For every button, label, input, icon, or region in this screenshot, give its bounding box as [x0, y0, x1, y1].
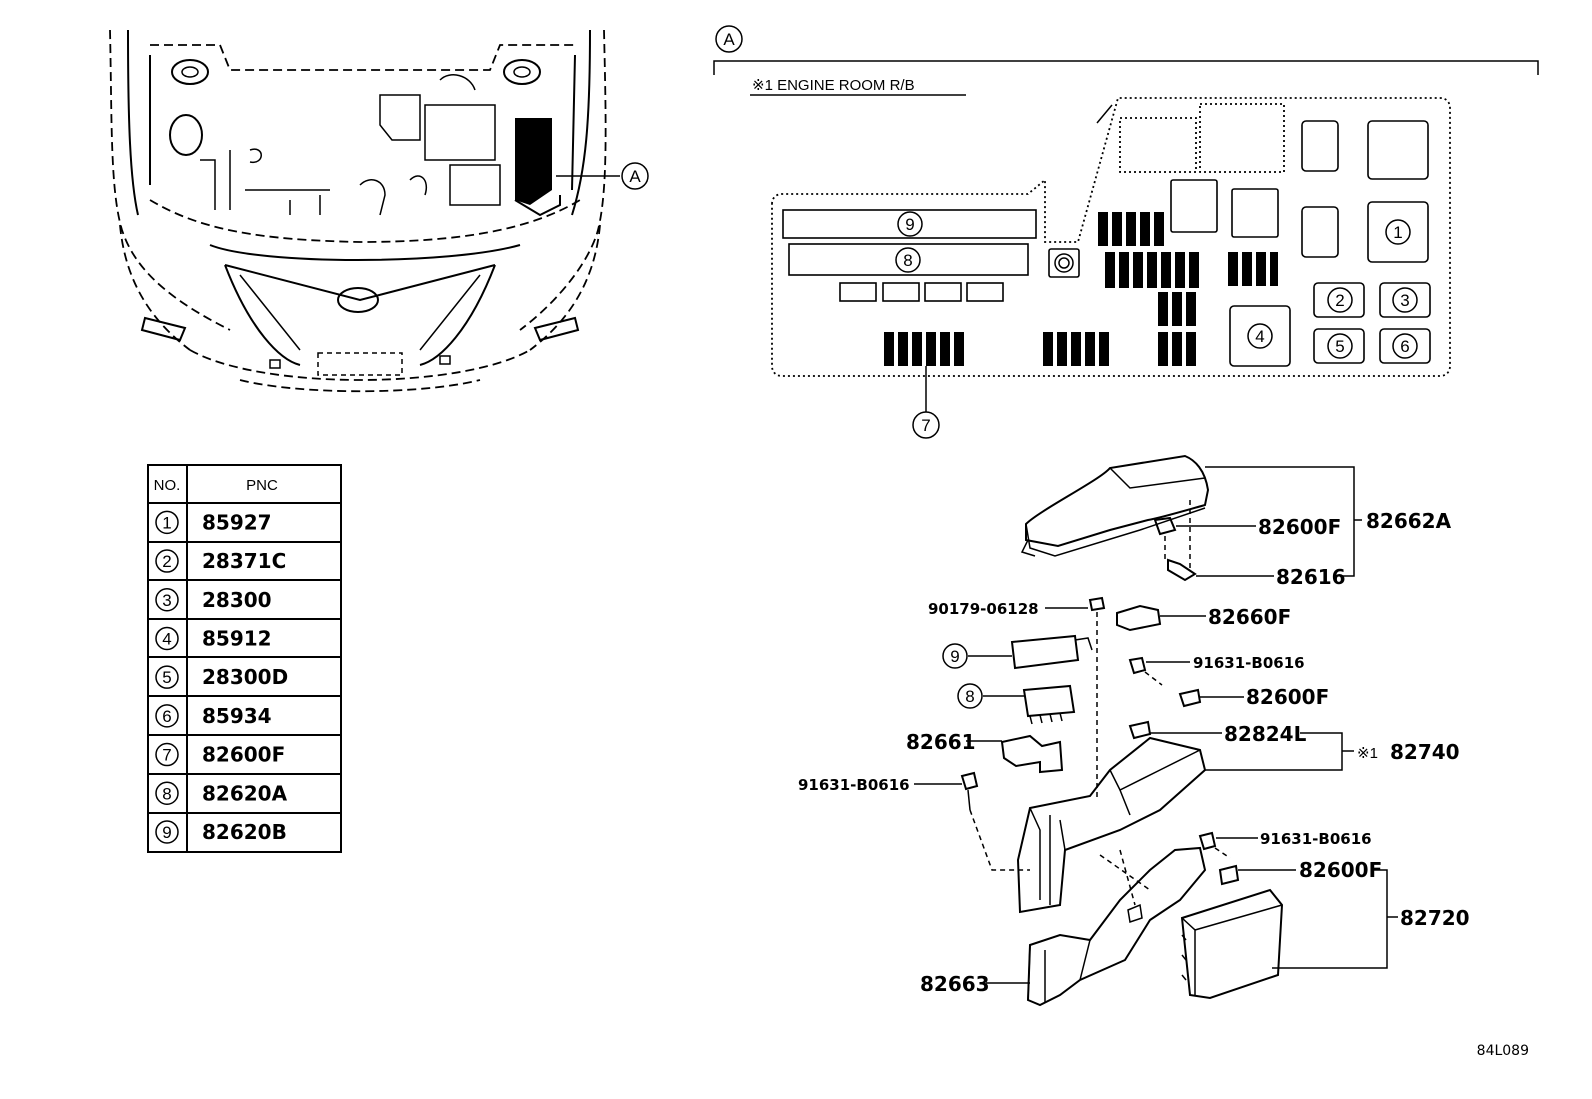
exploded-callout-9: 9 [942, 643, 968, 669]
layout-circle-4: 4 [1247, 323, 1273, 349]
table-row: 6 85934 [155, 704, 272, 728]
table-row: 8 82620A [155, 781, 288, 805]
row-number: 2 [162, 552, 171, 571]
row-pnc: 85934 [202, 704, 272, 728]
engine-room-rb-label: ※1 ENGINE ROOM R/B [752, 77, 915, 94]
row-pnc: 28371C [202, 549, 286, 573]
label-91631-B0616-b: 91631-B0616 [798, 776, 910, 794]
row-number: 5 [162, 668, 171, 687]
label-82663: 82663 [920, 972, 990, 996]
svg-text:1: 1 [1393, 223, 1402, 242]
row-pnc: 28300D [202, 665, 288, 689]
label-82740-mark: ※1 [1357, 745, 1378, 762]
row-number: 1 [162, 513, 171, 532]
view-a-marker-circle [715, 25, 743, 53]
svg-text:4: 4 [1255, 327, 1264, 346]
layout-circle-3: 3 [1392, 287, 1418, 313]
label-82720: 82720 [1400, 906, 1470, 930]
table-header-pnc: PNC [246, 477, 278, 494]
exploded-callout-8: 8 [957, 683, 983, 709]
svg-text:5: 5 [1335, 337, 1344, 356]
row-number-circle [155, 549, 179, 573]
table-row: 2 28371C [155, 549, 286, 573]
svg-text:2: 2 [1335, 291, 1344, 310]
table-row: 1 85927 [155, 510, 272, 535]
label-90179-06128: 90179-06128 [928, 600, 1039, 618]
svg-text:8: 8 [965, 687, 974, 706]
row-number: 9 [162, 823, 171, 842]
view-a-bracket [713, 60, 1539, 75]
row-number: 8 [162, 784, 171, 803]
svg-text:9: 9 [905, 215, 914, 234]
layout-circle-6: 6 [1392, 333, 1418, 359]
relay-block-layout [771, 97, 1451, 412]
row-number-circle [155, 742, 179, 767]
layout-circle-5: 5 [1327, 333, 1353, 359]
row-number-circle [155, 665, 179, 689]
svg-text:8: 8 [903, 251, 912, 270]
row-number: 3 [162, 591, 171, 610]
row-number-circle [155, 781, 179, 805]
row-pnc: 85912 [202, 626, 272, 650]
label-91631-B0616-c: 91631-B0616 [1260, 830, 1372, 848]
table-row: 9 82620B [155, 820, 287, 844]
layout-circle-7: 7 [912, 411, 940, 439]
row-number: 7 [162, 746, 171, 765]
label-82660F: 82660F [1208, 605, 1291, 629]
table-header-no: NO. [154, 477, 181, 494]
table-row: 4 85912 [155, 626, 272, 651]
label-91631-B0616-a: 91631-B0616 [1193, 654, 1305, 672]
row-pnc: 82620B [202, 820, 287, 844]
row-number-circle [155, 588, 179, 612]
svg-text:9: 9 [950, 647, 959, 666]
row-pnc: 82600F [202, 743, 285, 767]
row-number-circle [155, 820, 179, 844]
diagram-id: 84L089 [1477, 1043, 1529, 1059]
label-82740: 82740 [1390, 740, 1460, 764]
row-number-circle [155, 510, 179, 535]
layout-circle-9: 9 [897, 211, 923, 237]
label-82824L: 82824L [1224, 722, 1307, 746]
row-pnc: 82620A [202, 781, 288, 805]
label-82616: 82616 [1276, 565, 1346, 589]
view-a-marker-label: A [723, 30, 735, 49]
table-row: 3 28300 [155, 588, 272, 612]
row-pnc: 28300 [202, 588, 272, 612]
exploded-leaders [914, 466, 1398, 984]
view-a-callout-label: A [629, 167, 641, 186]
svg-text:7: 7 [921, 416, 930, 435]
label-82600F-low: 82600F [1299, 858, 1382, 882]
layout-circle-8: 8 [895, 247, 921, 273]
table-row: 5 28300D [155, 665, 288, 689]
row-number: 4 [162, 629, 171, 648]
row-number-circle [155, 626, 179, 651]
pnc-table [147, 464, 342, 853]
label-82662A: 82662A [1366, 509, 1452, 533]
label-82600F-top: 82600F [1258, 515, 1341, 539]
row-number-circle [155, 704, 179, 728]
row-number: 6 [162, 707, 171, 726]
svg-text:3: 3 [1400, 291, 1409, 310]
label-82661: 82661 [906, 730, 976, 754]
row-pnc: 85927 [202, 510, 272, 534]
view-a-callout-circle [621, 162, 649, 190]
exploded-view [960, 454, 1284, 1007]
svg-text:6: 6 [1400, 337, 1409, 356]
layout-circle-2: 2 [1327, 287, 1353, 313]
label-82600F-mid: 82600F [1246, 685, 1329, 709]
table-row: 7 82600F [155, 742, 285, 767]
engine-bay-illustration [109, 29, 620, 393]
layout-circle-1: 1 [1385, 219, 1411, 245]
